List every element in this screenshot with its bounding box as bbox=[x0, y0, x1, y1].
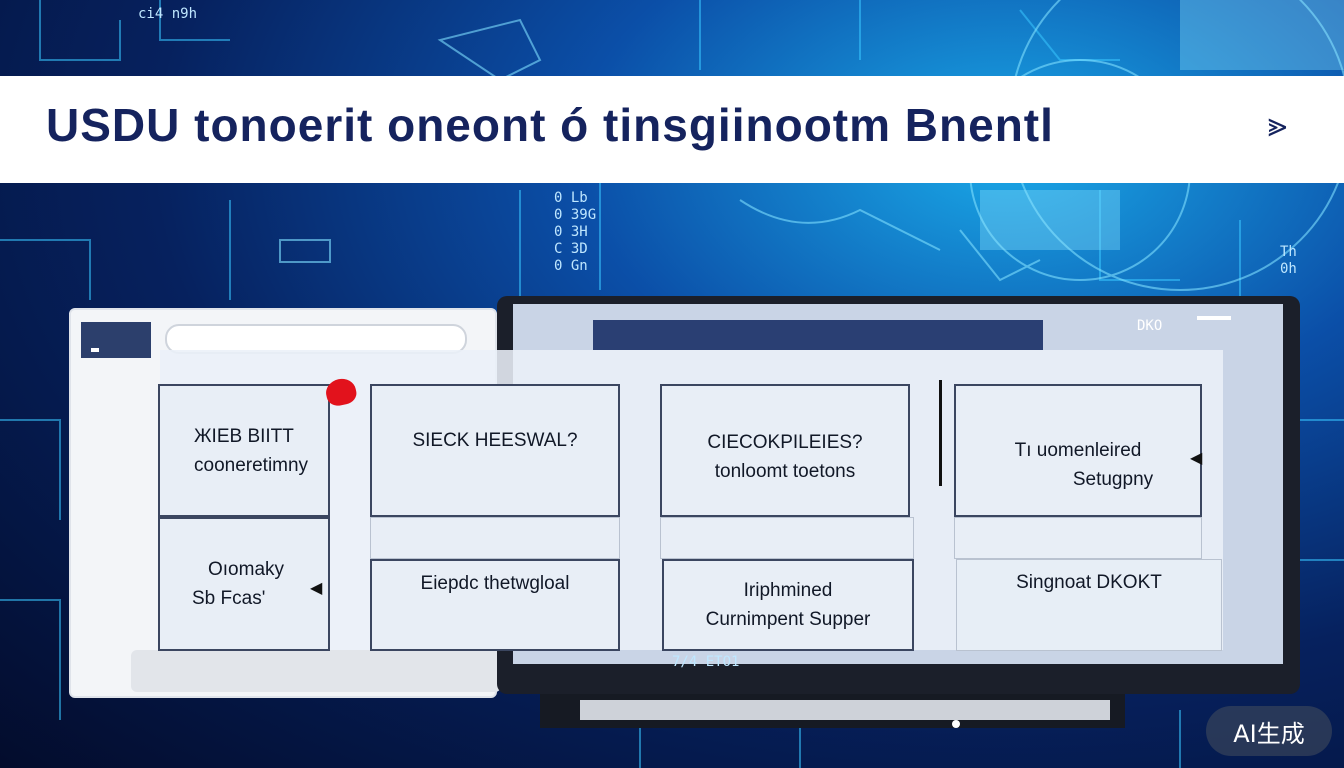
ai-generated-watermark: AI生成 bbox=[1206, 706, 1332, 756]
card-4-line1: Tı uomenleired bbox=[1014, 440, 1142, 461]
bg-code-top-left: ci4 n9h bbox=[138, 6, 198, 22]
bg-code-right: Th 0h bbox=[1280, 244, 1297, 277]
card-1[interactable]: ЖIEB ВIITT cooneretimny bbox=[158, 384, 330, 517]
bg-code-bottom: 7/4 ETO1 bbox=[672, 654, 740, 670]
card-5-line2: Sb Fcas' bbox=[192, 588, 266, 609]
screen-header bbox=[593, 320, 1043, 350]
window-bottom-bar bbox=[131, 650, 501, 692]
card-4-line2: Setugpny bbox=[1072, 469, 1154, 490]
title-banner: USDU tonoerit oneont ó tinsgiinootm Bnen… bbox=[0, 76, 1344, 183]
card-8-line1: Singnoat DKOKT bbox=[1016, 572, 1162, 593]
card-4[interactable]: Tı uomenleired Setugpny bbox=[954, 384, 1202, 517]
left-arrow-icon-2: ◀ bbox=[310, 580, 323, 597]
card-row-strip-2 bbox=[660, 517, 914, 559]
card-row-strip-1 bbox=[370, 517, 620, 559]
power-led-icon bbox=[952, 720, 960, 728]
card-row-strip-3 bbox=[954, 517, 1202, 559]
card-3[interactable]: CIECOKPILEIES? tonloomt toetons bbox=[660, 384, 910, 517]
left-arrow-icon: ◀ bbox=[1190, 450, 1203, 467]
monitor-stand bbox=[540, 694, 1125, 728]
bg-code-column: 0 Lb 0 39G 0 3H C 3D 0 Gn bbox=[554, 190, 597, 274]
monitor-label: DKO bbox=[1137, 318, 1163, 334]
address-bar[interactable] bbox=[165, 324, 467, 354]
card-3-line2: tonloomt toetons bbox=[714, 461, 856, 482]
divider-line bbox=[939, 380, 942, 486]
card-8[interactable]: Singnoat DKOKT bbox=[956, 559, 1222, 651]
monitor-dash bbox=[1197, 316, 1231, 320]
banner-title: USDU tonoerit oneont ó tinsgiinootm Bnen… bbox=[46, 99, 1054, 151]
card-7-line2: Curnimpent Supper bbox=[705, 609, 871, 630]
card-2-line1: SIECK HEESWAL? bbox=[412, 430, 578, 451]
monitor-base-bar bbox=[580, 700, 1110, 720]
arrow-icon: ⪢ bbox=[1268, 106, 1288, 144]
card-1-line1: ЖIEB ВIITT bbox=[194, 425, 294, 447]
card-2[interactable]: SIECK HEESWAL? bbox=[370, 384, 620, 517]
card-1-line2: cooneretimny bbox=[194, 454, 309, 476]
window-tab[interactable] bbox=[81, 322, 151, 358]
card-6-line1: Eiepdc thetwgloal bbox=[420, 573, 570, 594]
card-6[interactable]: Eiepdc thetwgloal bbox=[370, 559, 620, 651]
card-5[interactable]: Oıomaky Sb Fcas' bbox=[158, 517, 330, 651]
card-7-line1: Iriphmined bbox=[743, 580, 833, 601]
card-5-line1: Oıomaky bbox=[208, 559, 285, 580]
card-7[interactable]: Iriphmined Curnimpent Supper bbox=[662, 559, 914, 651]
card-3-line1: CIECOKPILEIES? bbox=[707, 432, 863, 453]
